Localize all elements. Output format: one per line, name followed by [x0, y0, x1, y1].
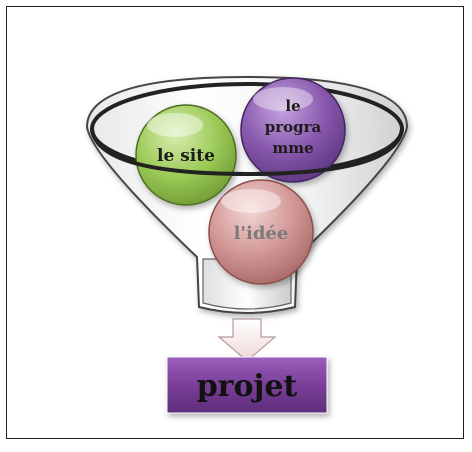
funnel-diagram: le site le progra mme l'idée projet [85, 75, 409, 414]
ball-le-programme [240, 77, 346, 183]
ball-l-idee [208, 179, 314, 285]
diagram-frame: le site le progra mme l'idée projet [6, 6, 464, 439]
label-l-idee: l'idée [234, 223, 289, 244]
label-le-programme-3: mme [272, 139, 313, 157]
output-box-projet [166, 356, 328, 414]
funnel-rim-front [90, 128, 404, 177]
down-arrow-icon [217, 318, 277, 362]
label-le-site: le site [157, 146, 215, 166]
label-le-programme-2: progra [265, 118, 322, 136]
ball-le-site [135, 104, 237, 206]
label-projet: projet [197, 369, 298, 404]
label-le-programme-1: le [285, 97, 300, 115]
